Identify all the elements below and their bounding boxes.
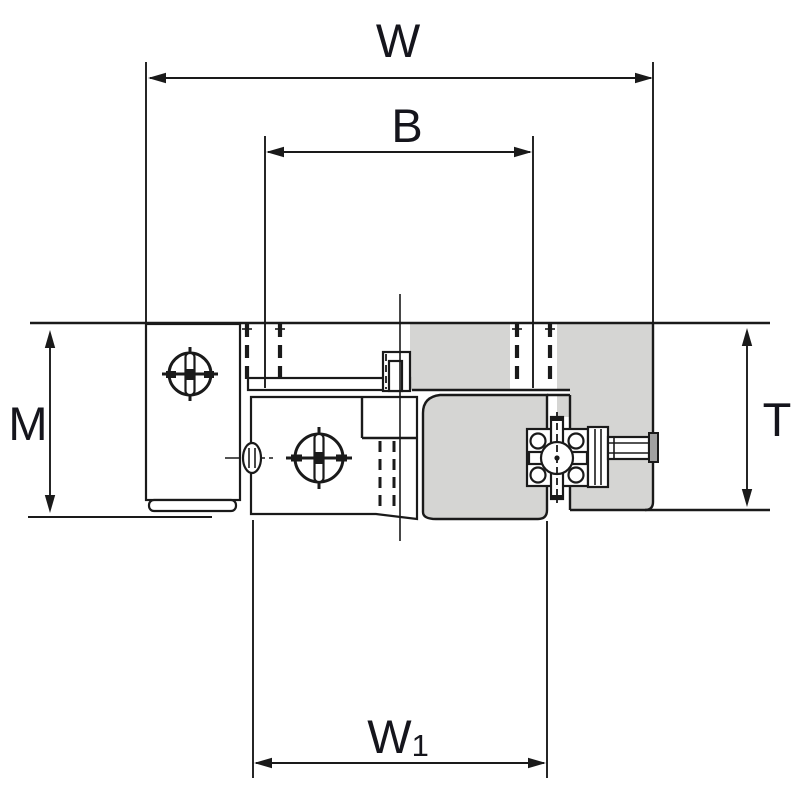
connector-fill	[557, 395, 570, 417]
bearing-ball	[529, 432, 547, 450]
clamp-bolt	[606, 432, 659, 463]
mounting-holes-right	[512, 324, 555, 385]
screw-slot-center	[315, 452, 323, 464]
arrowhead-right	[635, 72, 653, 84]
phillips-screw-table	[286, 427, 352, 489]
middle-block-fill	[423, 395, 547, 519]
set-screw-head	[241, 441, 263, 475]
dimension-label-w1: W1	[367, 710, 429, 763]
side-set-screw	[225, 441, 277, 475]
dimension-label-b: B	[391, 99, 422, 152]
left-end-block	[144, 322, 242, 513]
arrowhead-left	[254, 757, 272, 769]
left-block-body	[144, 322, 242, 502]
dimension-label-w1-subscript: 1	[412, 728, 429, 763]
left-block-base-chamfer	[147, 498, 238, 513]
screw-slot-center	[186, 369, 194, 380]
tab-inner	[387, 359, 404, 393]
dimension-label-m: M	[8, 397, 47, 450]
dimension-label-t: T	[763, 393, 792, 446]
slide-table	[225, 350, 419, 521]
middle-block-outline	[421, 393, 549, 521]
flange-plate-pocket	[586, 425, 610, 489]
dimension-t: T	[741, 328, 792, 507]
dimension-b: B	[264, 99, 534, 388]
arrowhead-down	[44, 495, 56, 513]
bearing-ball	[567, 466, 585, 484]
phillips-screw-left	[162, 347, 218, 401]
top-strip-left-fill	[410, 324, 510, 390]
bolt-cap	[648, 432, 659, 463]
arrowhead-up	[44, 330, 56, 348]
dimension-label-w1-base: W	[367, 710, 412, 763]
mounting-holes-left	[242, 324, 285, 385]
bearing-ball	[529, 466, 547, 484]
screw-arm-blob-right	[336, 454, 347, 462]
top-strip-right-fill	[557, 324, 653, 390]
bearing-assembly	[525, 412, 610, 503]
arrowhead-down	[741, 489, 753, 507]
arrowhead-right	[514, 146, 532, 158]
dimension-m: M	[8, 330, 212, 518]
bearing-ball	[567, 432, 585, 450]
dimension-label-w: W	[376, 14, 421, 67]
screw-arm-blob-left	[291, 454, 302, 462]
arrowhead-right	[528, 757, 546, 769]
arrowhead-up	[741, 328, 753, 346]
arrowhead-left	[148, 72, 166, 84]
screw-arm-blob-left	[166, 371, 176, 378]
center-tab	[381, 350, 412, 393]
dimension-w: W	[145, 14, 654, 323]
shaft-cap-bottom	[551, 495, 563, 499]
screw-arm-blob-right	[204, 371, 214, 378]
dimension-w1: W1	[252, 520, 548, 778]
arrowhead-left	[266, 146, 284, 158]
